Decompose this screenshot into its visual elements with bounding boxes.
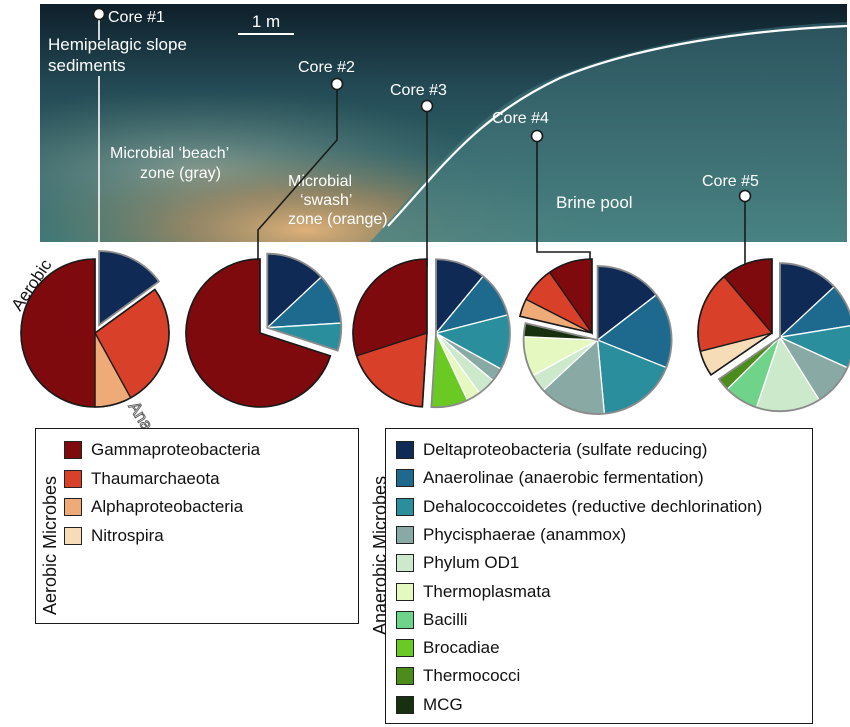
legend-label-anaero: Anaerolinae (anaerobic fermentation) bbox=[423, 468, 704, 488]
legend-item-alpha: Alphaproteobacteria bbox=[64, 494, 243, 520]
core2-label: Core #2 bbox=[298, 59, 355, 76]
legend-item-nitro: Nitrospira bbox=[64, 523, 164, 549]
legend-item-broca: Brocadiae bbox=[396, 635, 500, 661]
core3-label: Core #3 bbox=[390, 82, 447, 99]
anaerobic-legend-title: Anaerobic Microbes bbox=[370, 475, 390, 635]
legend-item-phyci: Phycisphaerae (anammox) bbox=[396, 522, 626, 548]
legend-swatch-gamma bbox=[64, 441, 82, 459]
swash-label-line2: ‘swash’ bbox=[300, 192, 352, 209]
pie2-aerobic-outline bbox=[185, 258, 332, 408]
legend-item-dehalo: Dehalococcoidetes (reductive dechlorinat… bbox=[396, 494, 762, 520]
legend-item-mcg: MCG bbox=[396, 692, 463, 718]
pie2-anaerobic-outline bbox=[266, 252, 343, 352]
legend-swatch-thaum bbox=[64, 469, 82, 488]
legend-label-gamma: Gammaproteobacteria bbox=[91, 440, 261, 459]
hemipelagic-label-line2: sediments bbox=[48, 56, 125, 75]
pie-core3 bbox=[352, 258, 511, 409]
legend-item-gamma: Gammaproteobacteria bbox=[64, 437, 260, 463]
legend-swatch-dehalo bbox=[396, 497, 414, 516]
beach-label-line2: zone (gray) bbox=[140, 165, 221, 182]
legend-label-delta: Deltaproteobacteria (sulfate reducing) bbox=[423, 440, 708, 459]
pie1-anaerobic-outline bbox=[98, 250, 161, 327]
pie1-aerobic-outline bbox=[20, 258, 170, 408]
pie5-aerobic-outline bbox=[697, 258, 773, 377]
legend-label-broca: Brocadiae bbox=[423, 638, 500, 658]
legend-item-delta: Deltaproteobacteria (sulfate reducing) bbox=[396, 437, 707, 463]
scale-label: 1 m bbox=[252, 12, 280, 31]
legend-label-od1: Phylum OD1 bbox=[423, 553, 520, 573]
core-dots bbox=[92, 7, 752, 203]
core1-label: Core #1 bbox=[108, 9, 165, 26]
seafloor-photo bbox=[40, 4, 847, 242]
hemipelagic-label-line1: Hemipelagic slope bbox=[48, 35, 187, 54]
legend-label-thermococ: Thermococci bbox=[423, 666, 521, 686]
pie3-aerobic-outline bbox=[352, 258, 428, 408]
core3-dot bbox=[420, 99, 434, 113]
anaerobic-legend: Anaerobic Microbes Deltaproteobacteria (… bbox=[370, 428, 813, 724]
legend-label-phyci: Phycisphaerae (anammox) bbox=[423, 524, 627, 544]
pie4-anaerobic-outline bbox=[522, 265, 673, 415]
beach-label-line1: Microbial ‘beach’ bbox=[110, 145, 229, 162]
core2-dot bbox=[330, 77, 344, 91]
brine-pool-boundary bbox=[387, 24, 847, 227]
pie-core4 bbox=[518, 258, 673, 415]
pie-charts bbox=[20, 250, 850, 415]
core1-dot bbox=[92, 7, 106, 21]
legend-swatch-delta bbox=[396, 441, 414, 459]
legend-label-bacilli: Bacilli bbox=[423, 609, 468, 629]
pie-core5 bbox=[697, 258, 850, 413]
core5-label: Core #5 bbox=[702, 173, 759, 190]
pie5-anaerobic-outline bbox=[717, 262, 850, 413]
legend-item-anaero: Anaerolinae (anaerobic fermentation) bbox=[396, 465, 704, 491]
core2-leader bbox=[257, 84, 338, 270]
legend-item-thermo: Thermoplasmata bbox=[396, 579, 551, 605]
legend-swatch-nitro bbox=[64, 526, 82, 545]
core4-label: Core #4 bbox=[492, 110, 549, 127]
legend-swatch-thermo bbox=[396, 582, 414, 601]
pie-core1 bbox=[20, 250, 170, 408]
legend-label-dehalo: Dehalococcoidetes (reductive dechlorinat… bbox=[423, 496, 763, 516]
legend-label-mcg: MCG bbox=[423, 694, 463, 714]
legend-label-nitro: Nitrospira bbox=[91, 525, 164, 545]
legend-swatch-anaero bbox=[396, 469, 414, 488]
legend-swatch-alpha bbox=[64, 498, 82, 516]
aerobic-legend-title: Aerobic Microbes bbox=[40, 475, 60, 615]
legend-label-alpha: Alphaproteobacteria bbox=[91, 497, 244, 516]
pie-core2 bbox=[185, 252, 343, 408]
pie3-anaerobic-outline bbox=[430, 258, 511, 409]
legend-swatch-thermococ bbox=[396, 667, 414, 686]
legend-item-thaum: Thaumarchaeota bbox=[64, 466, 220, 492]
legend-label-thaum: Thaumarchaeota bbox=[91, 468, 220, 488]
legend-swatch-phyci bbox=[396, 525, 414, 544]
legend-swatch-od1 bbox=[396, 554, 414, 573]
brine-label: Brine pool bbox=[556, 193, 633, 212]
legend-swatch-bacilli bbox=[396, 610, 414, 629]
pie4-aerobic-outline bbox=[518, 258, 593, 335]
legend-item-thermococ: Thermococci bbox=[396, 663, 520, 689]
core5-dot bbox=[738, 189, 752, 203]
legend-item-od1: Phylum OD1 bbox=[396, 550, 519, 576]
swash-label-line1: Microbial bbox=[288, 173, 352, 190]
legend-swatch-mcg bbox=[396, 695, 414, 714]
legend-item-bacilli: Bacilli bbox=[396, 607, 467, 633]
legend-swatch-broca bbox=[396, 639, 414, 658]
legend-label-thermo: Thermoplasmata bbox=[423, 581, 551, 601]
photo-text: 1 m Core #1 Hemipelagic slope sediments … bbox=[48, 9, 759, 228]
core4-dot bbox=[530, 129, 544, 143]
swash-label-line3: zone (orange) bbox=[288, 211, 388, 228]
